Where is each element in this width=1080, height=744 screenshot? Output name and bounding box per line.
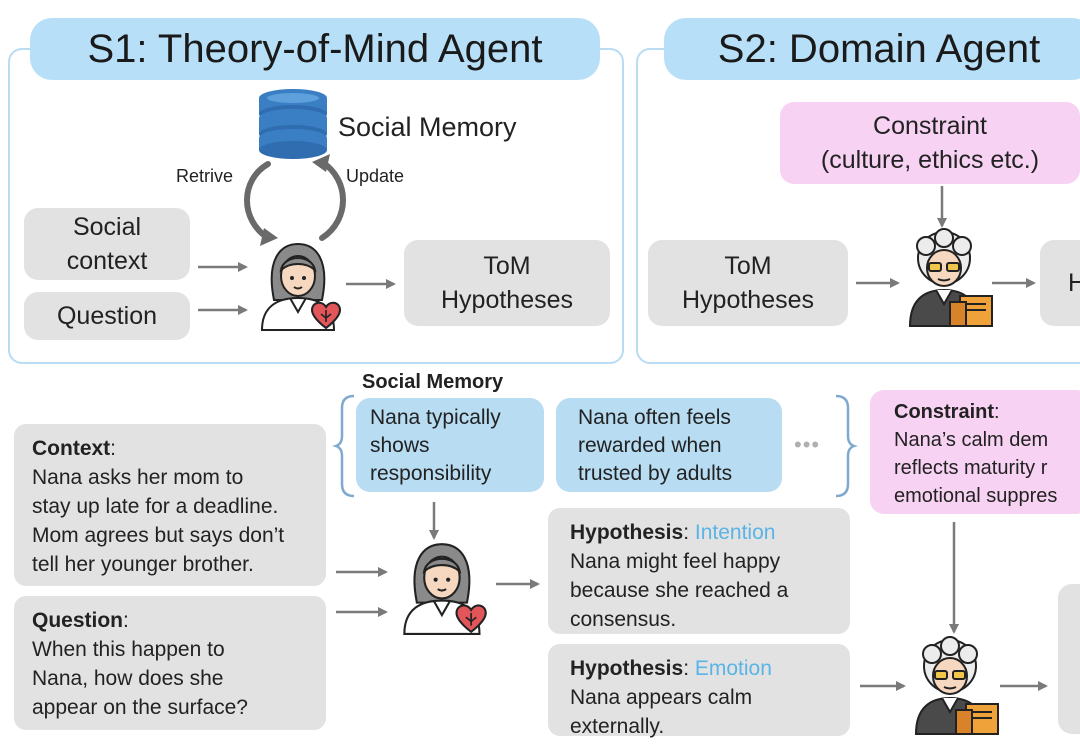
cycle-arrows-icon [240,150,350,250]
example-constraint-label: Constraint [894,401,994,423]
question-card: Question: When this happen to Nana, how … [14,596,326,730]
s2-tom-hypotheses-box: ToM Hypotheses [648,240,848,326]
example-memory-header: Social Memory [362,371,504,393]
elder-agent-icon [904,228,1000,328]
context-label: Context [32,437,111,460]
female-agent-icon [396,540,492,636]
s1-title: S1: Theory-of-Mind Agent [30,18,600,80]
memory-bracket-right [835,394,858,498]
memory-ellipsis: ••• [794,432,821,457]
female-agent-icon [254,240,346,332]
question-text: When this happen to Nana, how does she a… [32,638,248,719]
hypothesis-intention-text: Nana might feel happy because she reache… [570,550,789,631]
update-label: Update [346,166,405,186]
example-constraint-box: Constraint: Nana’s calm dem reflects mat… [870,390,1080,514]
hypothesis-intention-card: Hypothesis: Intention Nana might feel ha… [548,508,850,634]
elder-agent-icon [910,636,1006,736]
hypothesis-type-intention: Intention [694,521,776,544]
hypothesis-emotion-card: Hypothesis: Emotion Nana appears calm ex… [548,644,850,738]
s2-output-box-cut: H [1040,240,1080,326]
retrive-label: Retrive [176,166,234,186]
context-text: Nana asks her mom to stay up late for a … [32,466,285,576]
s2-title: S2: Domain Agent [664,18,1080,80]
social-memory-label: Social Memory [338,112,517,142]
example-constraint-text: Nana’s calm dem reflects maturity r emot… [894,429,1058,507]
hypothesis-emotion-text: Nana appears calm externally. [570,686,753,738]
hypothesis-intention-label: Hypothesis [570,521,684,544]
memory-item-1: Nana typically shows responsibility [356,398,544,492]
question-label: Question [32,609,124,632]
context-card: Context: Nana asks her mom to stay up la… [14,424,326,586]
database-icon [258,88,328,160]
s1-tom-hypotheses-box: ToM Hypotheses [404,240,610,326]
social-context-box: Social context [24,208,190,280]
memory-item-2: Nana often feels rewarded when trusted b… [556,398,782,492]
s2-constraint-box: Constraint (culture, ethics etc.) [780,102,1080,184]
memory-bracket-left [332,394,355,498]
hypothesis-type-emotion: Emotion [694,657,772,680]
question-box: Question [24,292,190,340]
example-output-box-cut [1058,584,1080,734]
hypothesis-emotion-label: Hypothesis [570,657,684,680]
